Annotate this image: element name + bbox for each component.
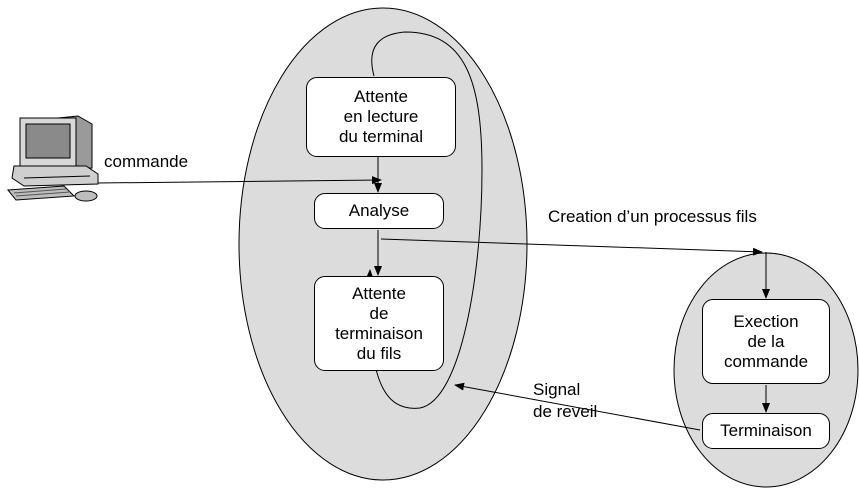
analyse-box: Analyse [314, 193, 444, 229]
keyboard-icon [7, 185, 76, 201]
loop-curve [365, 31, 483, 409]
creation-arrow [380, 238, 763, 256]
attente-lecture-box: Attente en lecture du terminal [306, 77, 456, 157]
terminaison-text: Terminaison [720, 421, 812, 440]
execution-text: Exection de la commande [723, 311, 809, 371]
computer-icon [11, 115, 99, 187]
mouse-icon [74, 190, 98, 202]
attente-lecture-text: Attente en lecture du terminal [338, 87, 424, 146]
commande-label: commande [104, 152, 189, 171]
signal-arrow [454, 382, 701, 431]
commande-arrow [97, 176, 382, 185]
analyse-text: Analyse [348, 201, 410, 220]
execution-box: Exection de la commande [702, 299, 830, 384]
attente-terminaison-text: Attente de terminaison du fils [335, 283, 423, 363]
terminaison-box: Terminaison [702, 413, 830, 449]
creation-label: Creation d’un processus fils [548, 207, 757, 226]
attente-terminaison-box: Attente de terminaison du fils [314, 276, 444, 371]
signal-label: Signal de reveil [533, 380, 598, 421]
